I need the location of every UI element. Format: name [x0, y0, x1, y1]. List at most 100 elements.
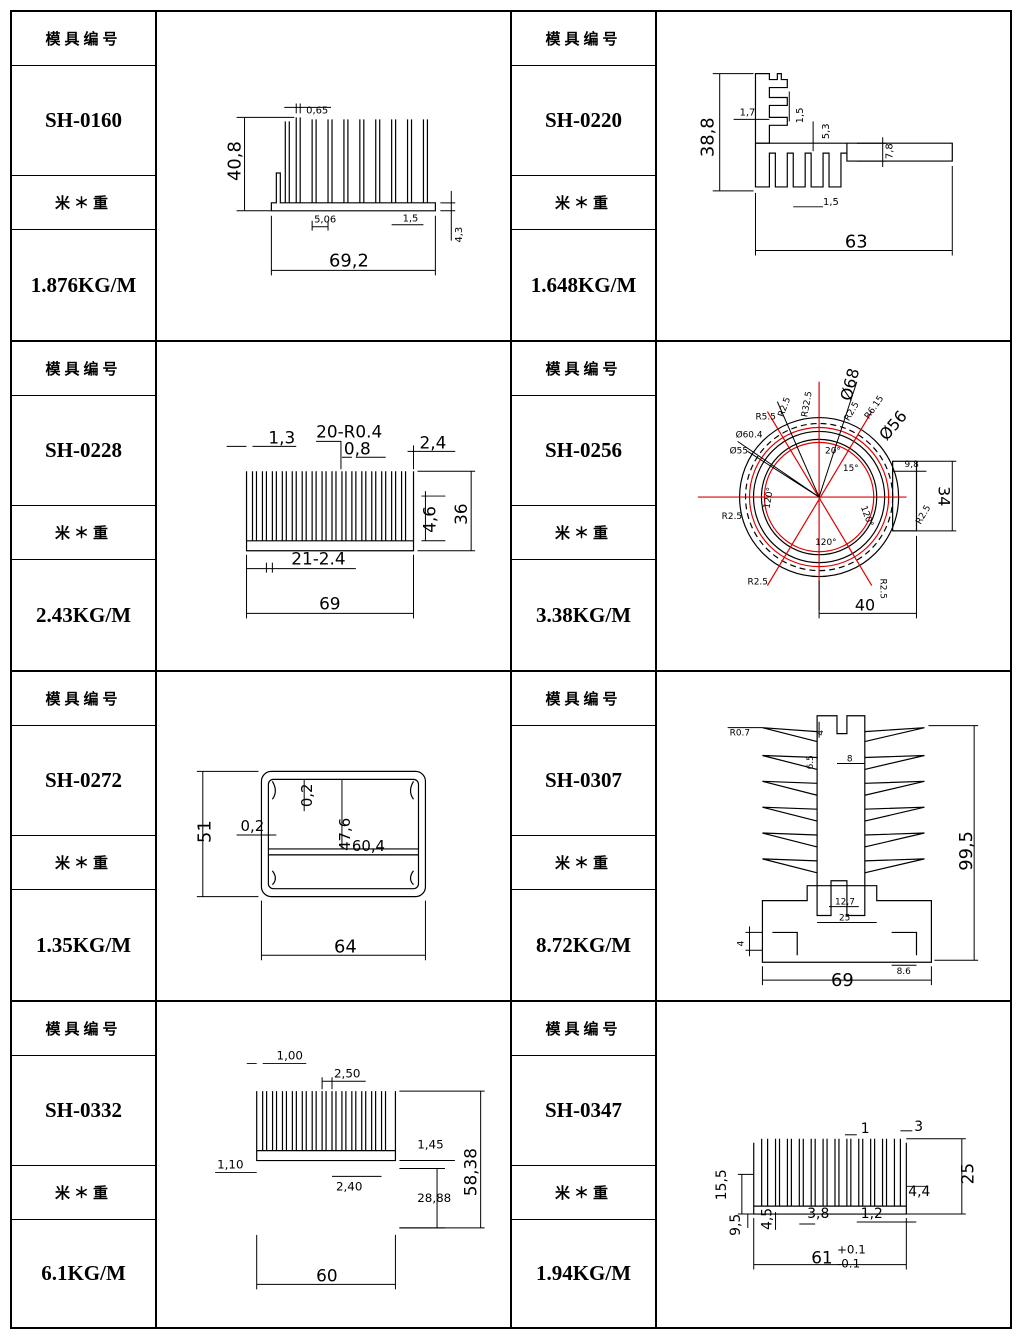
dim-c: 0,8 — [344, 438, 371, 458]
code-header: 模具编号 — [12, 1002, 155, 1056]
dim-c: 0,2 — [241, 817, 265, 835]
dim-g: 4,5 — [760, 1208, 776, 1230]
dim-c: 25 — [958, 1163, 978, 1184]
dim-b: 3 — [914, 1119, 923, 1135]
profile-drawing-sh-0332: 1,00 2,50 1,45 58,38 1,10 2,40 28,88 60 — [157, 1002, 512, 1329]
spec-row-2: 模具编号 SH-0228 米＊重 2.43KG/M — [12, 342, 1010, 672]
mold-code: SH-0272 — [12, 726, 155, 836]
dim-e: 60,4 — [352, 837, 385, 855]
dim-d: 5,3 — [821, 123, 832, 139]
dim-b: 40,8 — [225, 141, 246, 181]
dim-r: R2.5 — [914, 504, 933, 527]
profile-drawing-sh-0347: 1 3 25 15,5 4,4 9,5 4,5 3,8 1,2 61 +0.1 … — [657, 1002, 1010, 1329]
dim-c: 1,45 — [417, 1138, 443, 1152]
profile-drawing-sh-0307: R0.7 4 6.5 8 99,5 12,7 25 4 8.6 69 — [657, 672, 1010, 1000]
dim-a: 51 — [195, 820, 216, 843]
mold-code: SH-0307 — [512, 726, 655, 836]
code-header: 模具编号 — [512, 672, 655, 726]
dim-i: Ø55 — [730, 445, 748, 456]
dim-h: 69 — [319, 593, 340, 613]
weight-value: 2.43KG/M — [35, 602, 132, 627]
weight-value: 8.72KG/M — [535, 932, 632, 957]
dim-b: 1,7 — [740, 107, 756, 118]
dim-f: 9,5 — [728, 1214, 744, 1236]
mold-code: SH-0228 — [12, 396, 155, 506]
dim-c: 6.5 — [806, 755, 816, 769]
label-column: 模具编号 SH-0307 米＊重 8.72KG/M — [512, 672, 657, 1000]
mold-code: SH-0332 — [12, 1056, 155, 1166]
label-column: 模具编号 SH-0347 米＊重 1.94KG/M — [512, 1002, 657, 1329]
dim-f: 2,40 — [336, 1179, 362, 1193]
mold-code: SH-0220 — [512, 66, 655, 176]
dim-f: 12,7 — [835, 898, 855, 908]
dim-a: 1,00 — [277, 1048, 303, 1062]
weight-value: 1.35KG/M — [35, 932, 132, 957]
dim-c: 1,5 — [795, 108, 806, 124]
weight-header: 米＊重 — [12, 836, 155, 890]
label-column: 模具编号 SH-0332 米＊重 6.1KG/M — [12, 1002, 157, 1329]
dim-i: 8.6 — [897, 967, 912, 977]
mold-code: SH-0256 — [512, 396, 655, 506]
weight-value: 6.1KG/M — [41, 1261, 126, 1285]
dim-d: 15,5 — [714, 1169, 730, 1200]
dim-g: 28,88 — [417, 1191, 451, 1205]
weight-value: 1.648KG/M — [530, 272, 637, 297]
weight-header: 米＊重 — [512, 176, 655, 230]
dim-p: 34 — [934, 486, 953, 506]
dim-h: Ø60.4 — [736, 429, 763, 440]
mold-code: SH-0160 — [12, 66, 155, 176]
dim-b: 2,50 — [334, 1066, 360, 1080]
code-header: 模具编号 — [512, 12, 655, 66]
profile-drawing-sh-0220: 38,8 1,7 1,5 5,3 7,8 1,5 63 — [657, 12, 1010, 340]
dim-l: -0.1 — [837, 1257, 860, 1271]
dim-g: 21-2.4 — [291, 549, 345, 569]
label-column: 模具编号 SH-0160 米＊重 1.876KG/M — [12, 12, 157, 340]
weight-value: 1.94KG/M — [535, 1261, 632, 1285]
dim-f: 69,2 — [329, 250, 369, 271]
label-column: 模具编号 SH-0272 米＊重 1.35KG/M — [12, 672, 157, 1000]
dim-c: R5.5 — [755, 413, 775, 423]
dim-a: 0,65 — [306, 105, 328, 116]
dim-a: 38,8 — [698, 117, 719, 157]
profile-drawing-sh-0228: 1,3 20-R0.4 0,8 2,4 4,6 36 21-2.4 69 — [157, 342, 512, 670]
dim-h: 4 — [737, 940, 747, 946]
code-header: 模具编号 — [512, 342, 655, 396]
dim-a: 1,3 — [268, 427, 295, 447]
dim-c: 5,06 — [314, 215, 336, 226]
dim-e: 4,3 — [454, 227, 465, 243]
weight-header: 米＊重 — [512, 836, 655, 890]
dim-g: R6.15 — [863, 394, 886, 421]
dim-o: 9,8 — [905, 460, 920, 470]
dim-e: 1,10 — [217, 1157, 243, 1171]
dim-a: 1 — [861, 1121, 870, 1137]
weight-header: 米＊重 — [512, 506, 655, 560]
weight-header: 米＊重 — [12, 1166, 155, 1220]
dim-j: 61 — [811, 1248, 832, 1268]
spec-row-3: 模具编号 SH-0272 米＊重 1.35KG/M — [12, 672, 1010, 1002]
dim-u: 40 — [855, 595, 875, 614]
dim-d: 1,5 — [403, 214, 419, 225]
dim-h: 60 — [316, 1265, 337, 1285]
dim-q: R2.5 — [722, 512, 742, 522]
dim-j: 69 — [831, 970, 854, 991]
label-column: 模具编号 SH-0220 米＊重 1.648KG/M — [512, 12, 657, 340]
dim-b: 0,2 — [298, 783, 316, 807]
dim-d: 58,38 — [461, 1148, 481, 1196]
mold-code: SH-0347 — [512, 1056, 655, 1166]
dim-k: 15° — [843, 464, 859, 474]
dim-b: 20-R0.4 — [316, 421, 382, 441]
dim-t: R2.5 — [878, 579, 888, 599]
dim-g: 25 — [839, 913, 850, 923]
dim-e: 4,6 — [419, 506, 439, 533]
dim-b: Ø56 — [875, 407, 911, 444]
dim-d: 8 — [847, 754, 853, 764]
dim-f: 64 — [334, 936, 357, 957]
label-column: 模具编号 SH-0228 米＊重 2.43KG/M — [12, 342, 157, 670]
dim-f: 36 — [451, 503, 471, 524]
dim-g: 63 — [845, 232, 868, 253]
dim-e: 7,8 — [885, 143, 896, 159]
dim-a: Ø68 — [836, 366, 863, 403]
dim-a: R0.7 — [730, 729, 750, 739]
dim-k: +0.1 — [837, 1243, 866, 1257]
dim-h: 3,8 — [807, 1206, 829, 1222]
